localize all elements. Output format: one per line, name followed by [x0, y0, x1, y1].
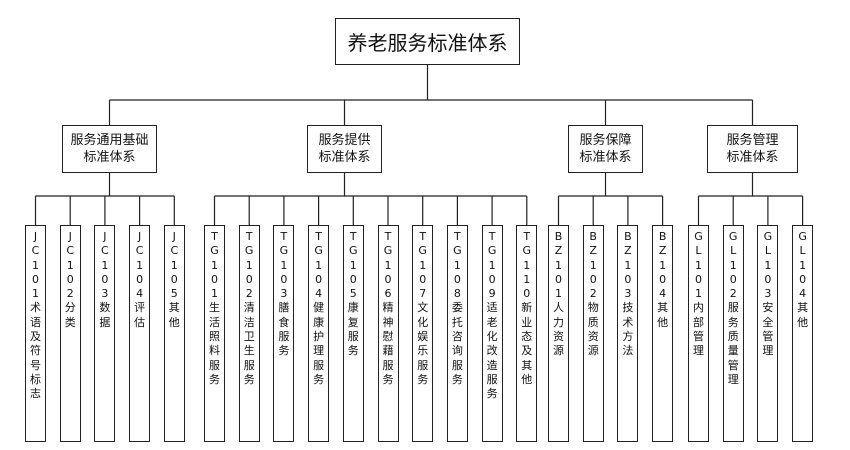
leaf-node-1-4: T G 1 0 5 康 复 服 务 [342, 225, 364, 442]
leaf-node-0-4: J C 1 0 5 其 他 [163, 225, 185, 442]
leaf-node-1-7: T G 1 0 8 委 托 咨 询 服 务 [446, 225, 468, 442]
root-node: 养老服务标准体系 [335, 18, 520, 65]
leaf-node-1-8: T G 1 0 9 适 老 化 改 造 服 务 [481, 225, 503, 442]
leaf-node-1-5: T G 1 0 6 精 神 慰 藉 服 务 [377, 225, 399, 442]
leaf-node-0-0: J C 1 0 1 术 语 及 符 号 标 志 [25, 225, 46, 442]
leaf-node-2-2: B Z 1 0 3 技 术 方 法 [617, 225, 639, 442]
category-node-3: 服务管理 标准体系 [707, 125, 798, 173]
leaf-node-3-2: G L 1 0 3 安 全 管 理 [757, 225, 779, 442]
leaf-node-3-0: G L 1 0 1 内 部 管 理 [688, 225, 709, 442]
leaf-node-3-1: G L 1 0 2 服 务 质 量 管 理 [722, 225, 744, 442]
leaf-node-0-3: J C 1 0 4 评 估 [129, 225, 151, 442]
leaf-node-1-0: T G 1 0 1 生 活 照 料 服 务 [204, 225, 225, 442]
category-node-0: 服务通用基础 标准体系 [62, 125, 157, 173]
category-node-1: 服务提供 标准体系 [307, 125, 382, 173]
leaf-node-0-2: J C 1 0 3 数 据 [94, 225, 116, 442]
leaf-node-1-2: T G 1 0 3 膳 食 服 务 [273, 225, 295, 442]
leaf-node-2-1: B Z 1 0 2 物 质 资 源 [582, 225, 604, 442]
category-node-2: 服务保障 标准体系 [568, 125, 643, 173]
leaf-node-1-9: T G 1 1 0 新 业 态 及 其 他 [516, 225, 538, 442]
leaf-node-2-0: B Z 1 0 1 人 力 资 源 [548, 225, 569, 442]
leaf-node-0-1: J C 1 0 2 分 类 [59, 225, 81, 442]
leaf-node-1-6: T G 1 0 7 文 化 娱 乐 服 务 [412, 225, 434, 442]
leaf-node-2-3: B Z 1 0 4 其 他 [652, 225, 674, 442]
leaf-node-1-1: T G 1 0 2 清 洁 卫 生 服 务 [238, 225, 260, 442]
leaf-node-3-3: G L 1 0 4 其 他 [792, 225, 814, 442]
leaf-node-1-3: T G 1 0 4 健 康 护 理 服 务 [308, 225, 330, 442]
